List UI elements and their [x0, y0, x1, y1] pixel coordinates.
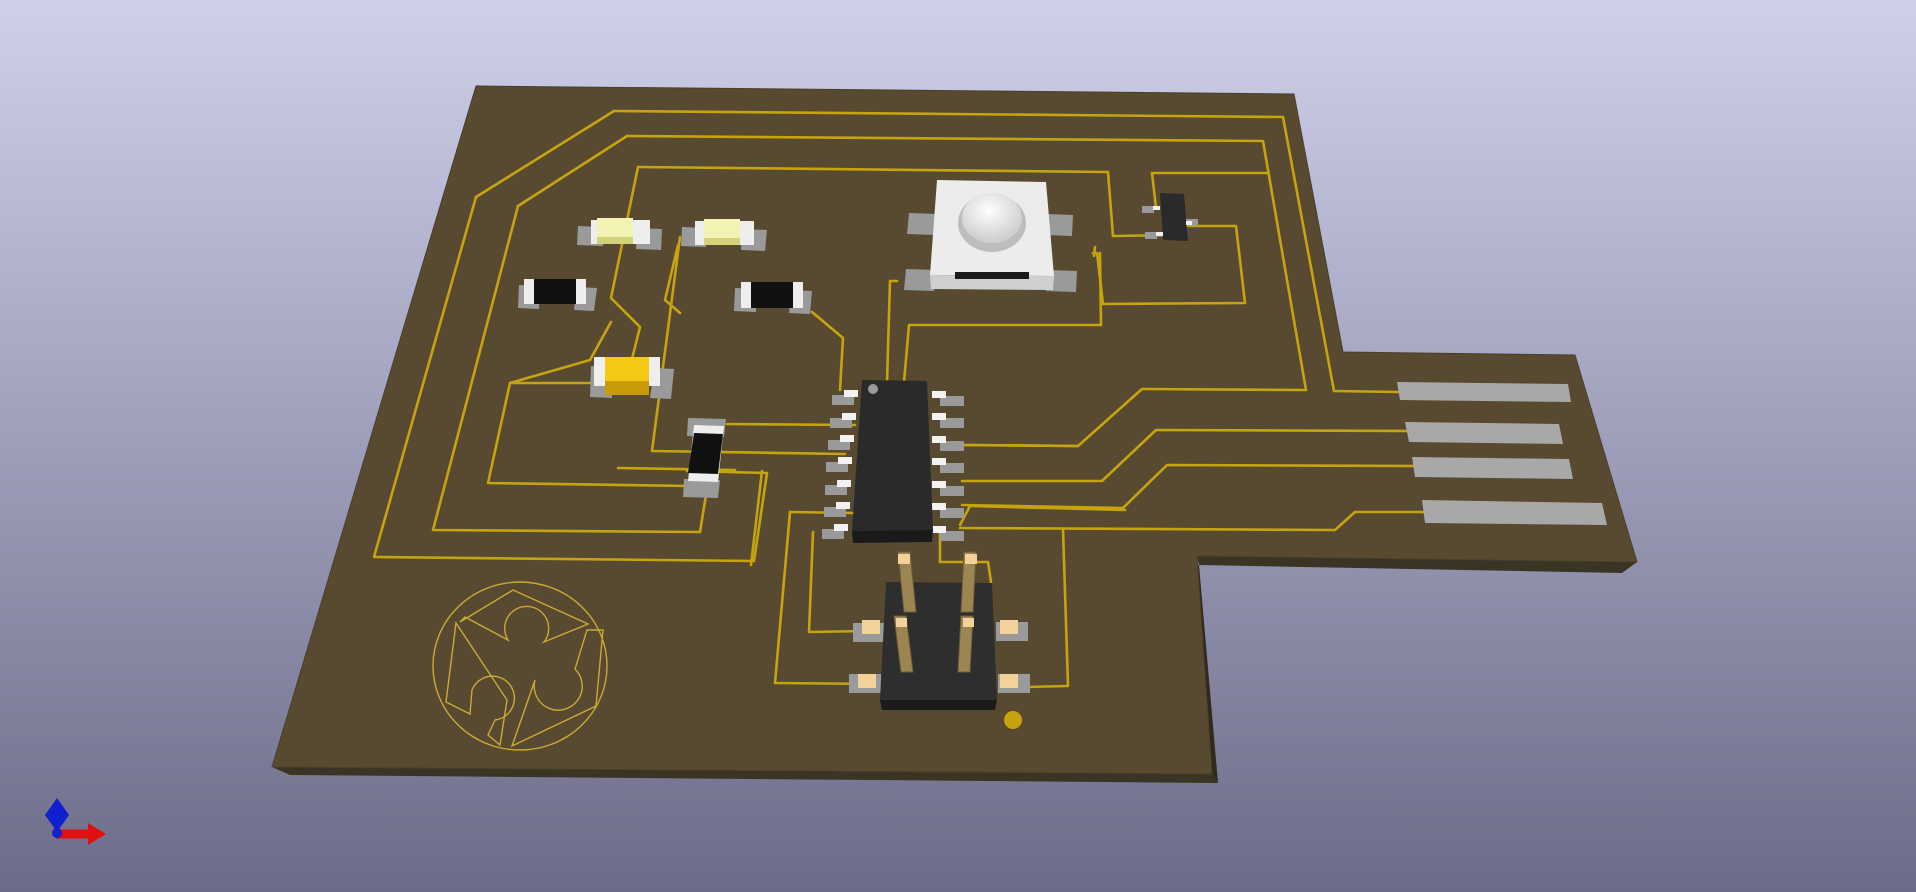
led-1[interactable]	[577, 218, 662, 250]
soic-16-chip[interactable]	[822, 380, 964, 543]
usb-contacts[interactable]	[1397, 382, 1607, 525]
board-edge-bottom	[272, 767, 1218, 783]
resistor-vertical[interactable]	[683, 418, 726, 498]
switch-pad-bl	[904, 269, 936, 291]
capacitor-yellow[interactable]	[590, 357, 674, 399]
switch-slot	[955, 272, 1029, 279]
pin-header-2x3[interactable]	[849, 551, 1030, 710]
resistor-2[interactable]	[734, 282, 812, 314]
usb-contact-3[interactable]	[1412, 457, 1573, 479]
usb-contact-2[interactable]	[1405, 422, 1563, 444]
logo-gear	[445, 589, 604, 748]
chip-body	[852, 380, 933, 531]
z-axis-marker	[45, 798, 69, 832]
chip-pin1-dot	[868, 384, 878, 394]
fiducial-mark	[1004, 711, 1022, 729]
pcb-board[interactable]	[271, 85, 1638, 783]
axes-gizmo	[45, 798, 106, 845]
chip-right-pins	[940, 396, 964, 541]
resistor-1[interactable]	[518, 279, 597, 311]
header-pad-tops	[858, 620, 1018, 688]
silkscreen-logo	[432, 581, 608, 751]
chip-leads	[834, 390, 946, 533]
x-axis-arrow	[88, 823, 106, 845]
header-pin-tips	[896, 554, 977, 627]
board-edge-side	[1197, 565, 1218, 783]
sot-23[interactable]	[1142, 193, 1198, 241]
usb-contact-1[interactable]	[1397, 382, 1571, 402]
header-pins[interactable]	[893, 551, 977, 673]
board-edge-right	[1197, 556, 1637, 573]
switch-pad-tl	[907, 213, 937, 235]
logo-ring	[432, 581, 608, 751]
chip-left-pins	[822, 395, 854, 539]
switch-pad-tr	[1044, 214, 1073, 236]
led-2[interactable]	[681, 219, 767, 251]
board-surface	[271, 85, 1638, 775]
tactile-switch[interactable]	[904, 180, 1077, 292]
usb-contact-4[interactable]	[1422, 500, 1607, 525]
